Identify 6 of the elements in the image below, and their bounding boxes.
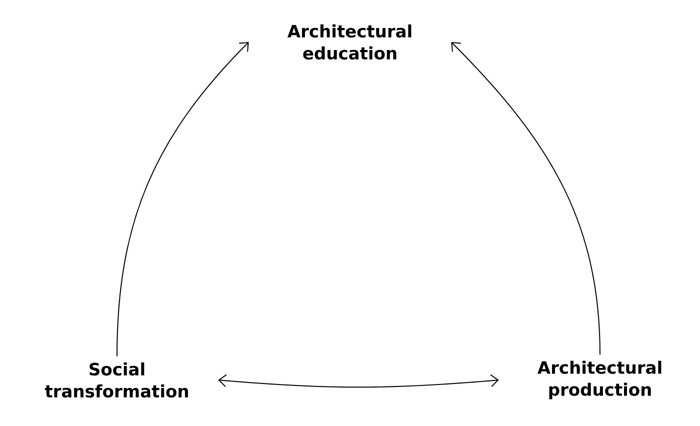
arrow <box>218 374 499 388</box>
node-label: Architectural production <box>538 360 662 400</box>
node-label: Architectural education <box>288 24 412 60</box>
arrow <box>451 42 600 356</box>
arrow <box>116 42 249 357</box>
node-label: Social transformation <box>44 362 188 398</box>
